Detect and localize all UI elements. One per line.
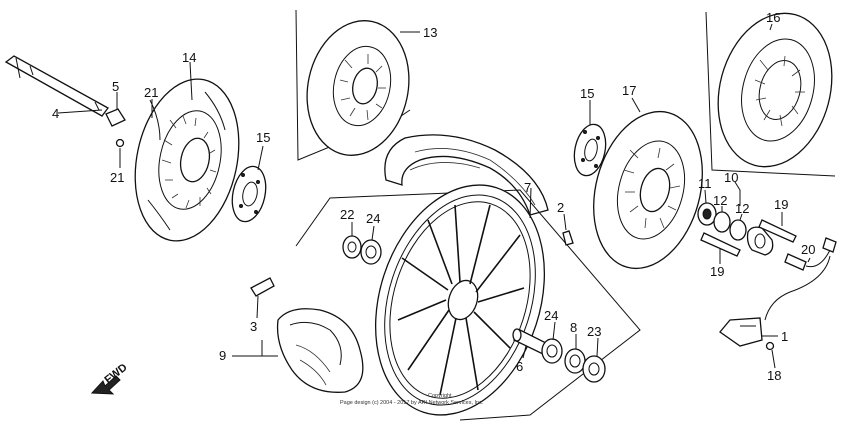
bearing-22[interactable] — [342, 235, 362, 259]
seal-23[interactable] — [582, 355, 606, 383]
callout-24-right[interactable]: 24 — [544, 308, 558, 323]
axle-collar[interactable] — [105, 108, 126, 127]
brake-disc-13[interactable] — [295, 11, 421, 165]
axle[interactable] — [4, 55, 109, 117]
copyright-line-1: Copyright — [428, 393, 452, 399]
callout-11[interactable]: 11 — [698, 176, 712, 191]
speedometer-gearbox[interactable] — [746, 226, 774, 256]
callout-15-left[interactable]: 15 — [256, 130, 270, 145]
bolt-19-upper[interactable] — [758, 219, 797, 243]
tire-upper[interactable] — [384, 134, 549, 216]
callout-19-upper[interactable]: 19 — [774, 197, 788, 212]
callout-18[interactable]: 18 — [767, 368, 781, 383]
callout-17[interactable]: 17 — [622, 83, 636, 98]
callout-3[interactable]: 3 — [250, 319, 257, 334]
callout-9[interactable]: 9 — [219, 348, 226, 363]
callout-20[interactable]: 20 — [801, 242, 815, 257]
box-wheel — [295, 189, 641, 421]
screw-18[interactable] — [765, 341, 775, 351]
fwd-indicator: FWD — [90, 361, 130, 395]
callout-2[interactable]: 2 — [557, 200, 564, 215]
bearing-8[interactable] — [564, 348, 586, 374]
speed-sensor-1[interactable] — [719, 317, 763, 347]
leader-lines — [57, 23, 811, 369]
disc-gasket-left[interactable] — [228, 163, 271, 224]
bolt-19-lower[interactable] — [700, 232, 741, 257]
disc-gasket-right[interactable] — [570, 121, 610, 178]
seal-24-left[interactable] — [360, 239, 382, 265]
callout-14[interactable]: 14 — [182, 50, 196, 65]
callout-12-a[interactable]: 12 — [713, 193, 727, 208]
speedometer-cable[interactable] — [764, 237, 837, 321]
callout-5[interactable]: 5 — [112, 79, 119, 94]
callout-21-upper[interactable]: 21 — [144, 85, 158, 100]
speedometer-gear-11[interactable] — [697, 202, 717, 226]
seal-24-right[interactable] — [541, 338, 563, 364]
valve-stem[interactable] — [562, 230, 574, 246]
callout-4[interactable]: 4 — [52, 106, 59, 121]
brake-disc-16[interactable] — [702, 0, 849, 179]
right-brake-disc[interactable] — [577, 99, 719, 280]
cast-wheel[interactable] — [347, 163, 572, 427]
callout-1[interactable]: 1 — [781, 329, 788, 344]
callout-8[interactable]: 8 — [570, 320, 577, 335]
nut-21-lower[interactable] — [115, 138, 125, 148]
callouts: 4 5 21 21 14 15 13 7 22 24 2 3 9 6 24 8 … — [52, 10, 815, 383]
left-brake-disc[interactable] — [121, 69, 253, 250]
box-disc-16 — [705, 11, 836, 177]
callout-22[interactable]: 22 — [340, 207, 354, 222]
callout-19-lower[interactable]: 19 — [710, 264, 724, 279]
tire-lower[interactable] — [276, 308, 364, 393]
copyright-line-2: Page design (c) 2004 - 2017 by ARI Netwo… — [340, 400, 484, 406]
callout-12-b[interactable]: 12 — [735, 201, 749, 216]
washer-12a[interactable] — [713, 211, 731, 233]
washer-12b[interactable] — [729, 219, 747, 241]
callout-13[interactable]: 13 — [423, 25, 437, 40]
callout-15-right[interactable]: 15 — [580, 86, 594, 101]
callout-23[interactable]: 23 — [587, 324, 601, 339]
callout-6[interactable]: 6 — [516, 359, 523, 374]
valve-bolt[interactable] — [250, 277, 275, 297]
callout-21-lower[interactable]: 21 — [110, 170, 124, 185]
callout-24-left[interactable]: 24 — [366, 211, 380, 226]
callout-7[interactable]: 7 — [524, 180, 531, 195]
fwd-arrow-icon — [90, 375, 121, 395]
callout-16[interactable]: 16 — [766, 10, 780, 25]
callout-10[interactable]: 10 — [724, 170, 738, 185]
